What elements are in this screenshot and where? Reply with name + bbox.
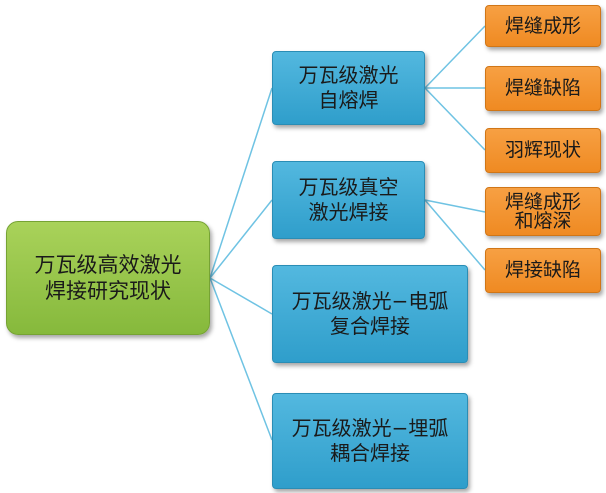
branch-node-line: 万瓦级激光−埋弧	[291, 416, 449, 440]
leaf-node-weld-formation: 焊缝成形	[485, 5, 601, 47]
connector-line	[424, 199, 486, 213]
leaf-node-line: 焊接缺陷	[504, 259, 581, 281]
connector-line	[209, 87, 273, 279]
root-node-line: 万瓦级高效激光	[34, 252, 182, 277]
leaf-node-line: 和熔深	[514, 209, 572, 232]
branch-node-line: 激光焊接	[308, 200, 389, 224]
leaf-node-weld-formation-penetration: 焊缝成形 和熔深	[485, 187, 601, 236]
connector-line	[424, 25, 486, 89]
leaf-node-line: 焊缝缺陷	[504, 77, 581, 99]
connector-line	[209, 277, 273, 441]
leaf-node-plume-status: 羽辉现状	[485, 128, 601, 173]
branch-node-line: 万瓦级真空	[298, 175, 399, 199]
connector-line	[424, 199, 486, 271]
root-node-line: 焊接研究现状	[45, 279, 171, 303]
branch-node-laser-submerged-arc: 万瓦级激光−埋弧 耦合焊接	[272, 393, 468, 489]
leaf-node-welding-defects: 焊接缺陷	[485, 248, 601, 293]
branch-node-line: 复合焊接	[330, 314, 410, 338]
leaf-node-line: 焊缝成形	[504, 14, 581, 37]
branch-node-laser-arc-hybrid: 万瓦级激光−电弧 复合焊接	[272, 265, 468, 363]
branch-node-vacuum-laser-welding: 万瓦级真空 激光焊接	[272, 161, 425, 239]
connector-line	[209, 277, 273, 315]
branch-node-line: 万瓦级激光	[298, 63, 399, 87]
branch-node-line: 万瓦级激光−电弧	[291, 289, 449, 313]
branch-node-line: 耦合焊接	[330, 441, 410, 465]
branch-node-line: 自熔焊	[318, 88, 379, 112]
leaf-node-line: 羽辉现状	[504, 139, 581, 161]
branch-node-autogenous-welding: 万瓦级激光 自熔焊	[272, 51, 425, 125]
leaf-node-line: 焊缝成形	[504, 190, 581, 213]
connector-line	[209, 199, 273, 279]
leaf-node-weld-defects: 焊缝缺陷	[485, 66, 601, 111]
root-node: 万瓦级高效激光 焊接研究现状	[6, 221, 210, 335]
connector-line	[424, 87, 486, 151]
